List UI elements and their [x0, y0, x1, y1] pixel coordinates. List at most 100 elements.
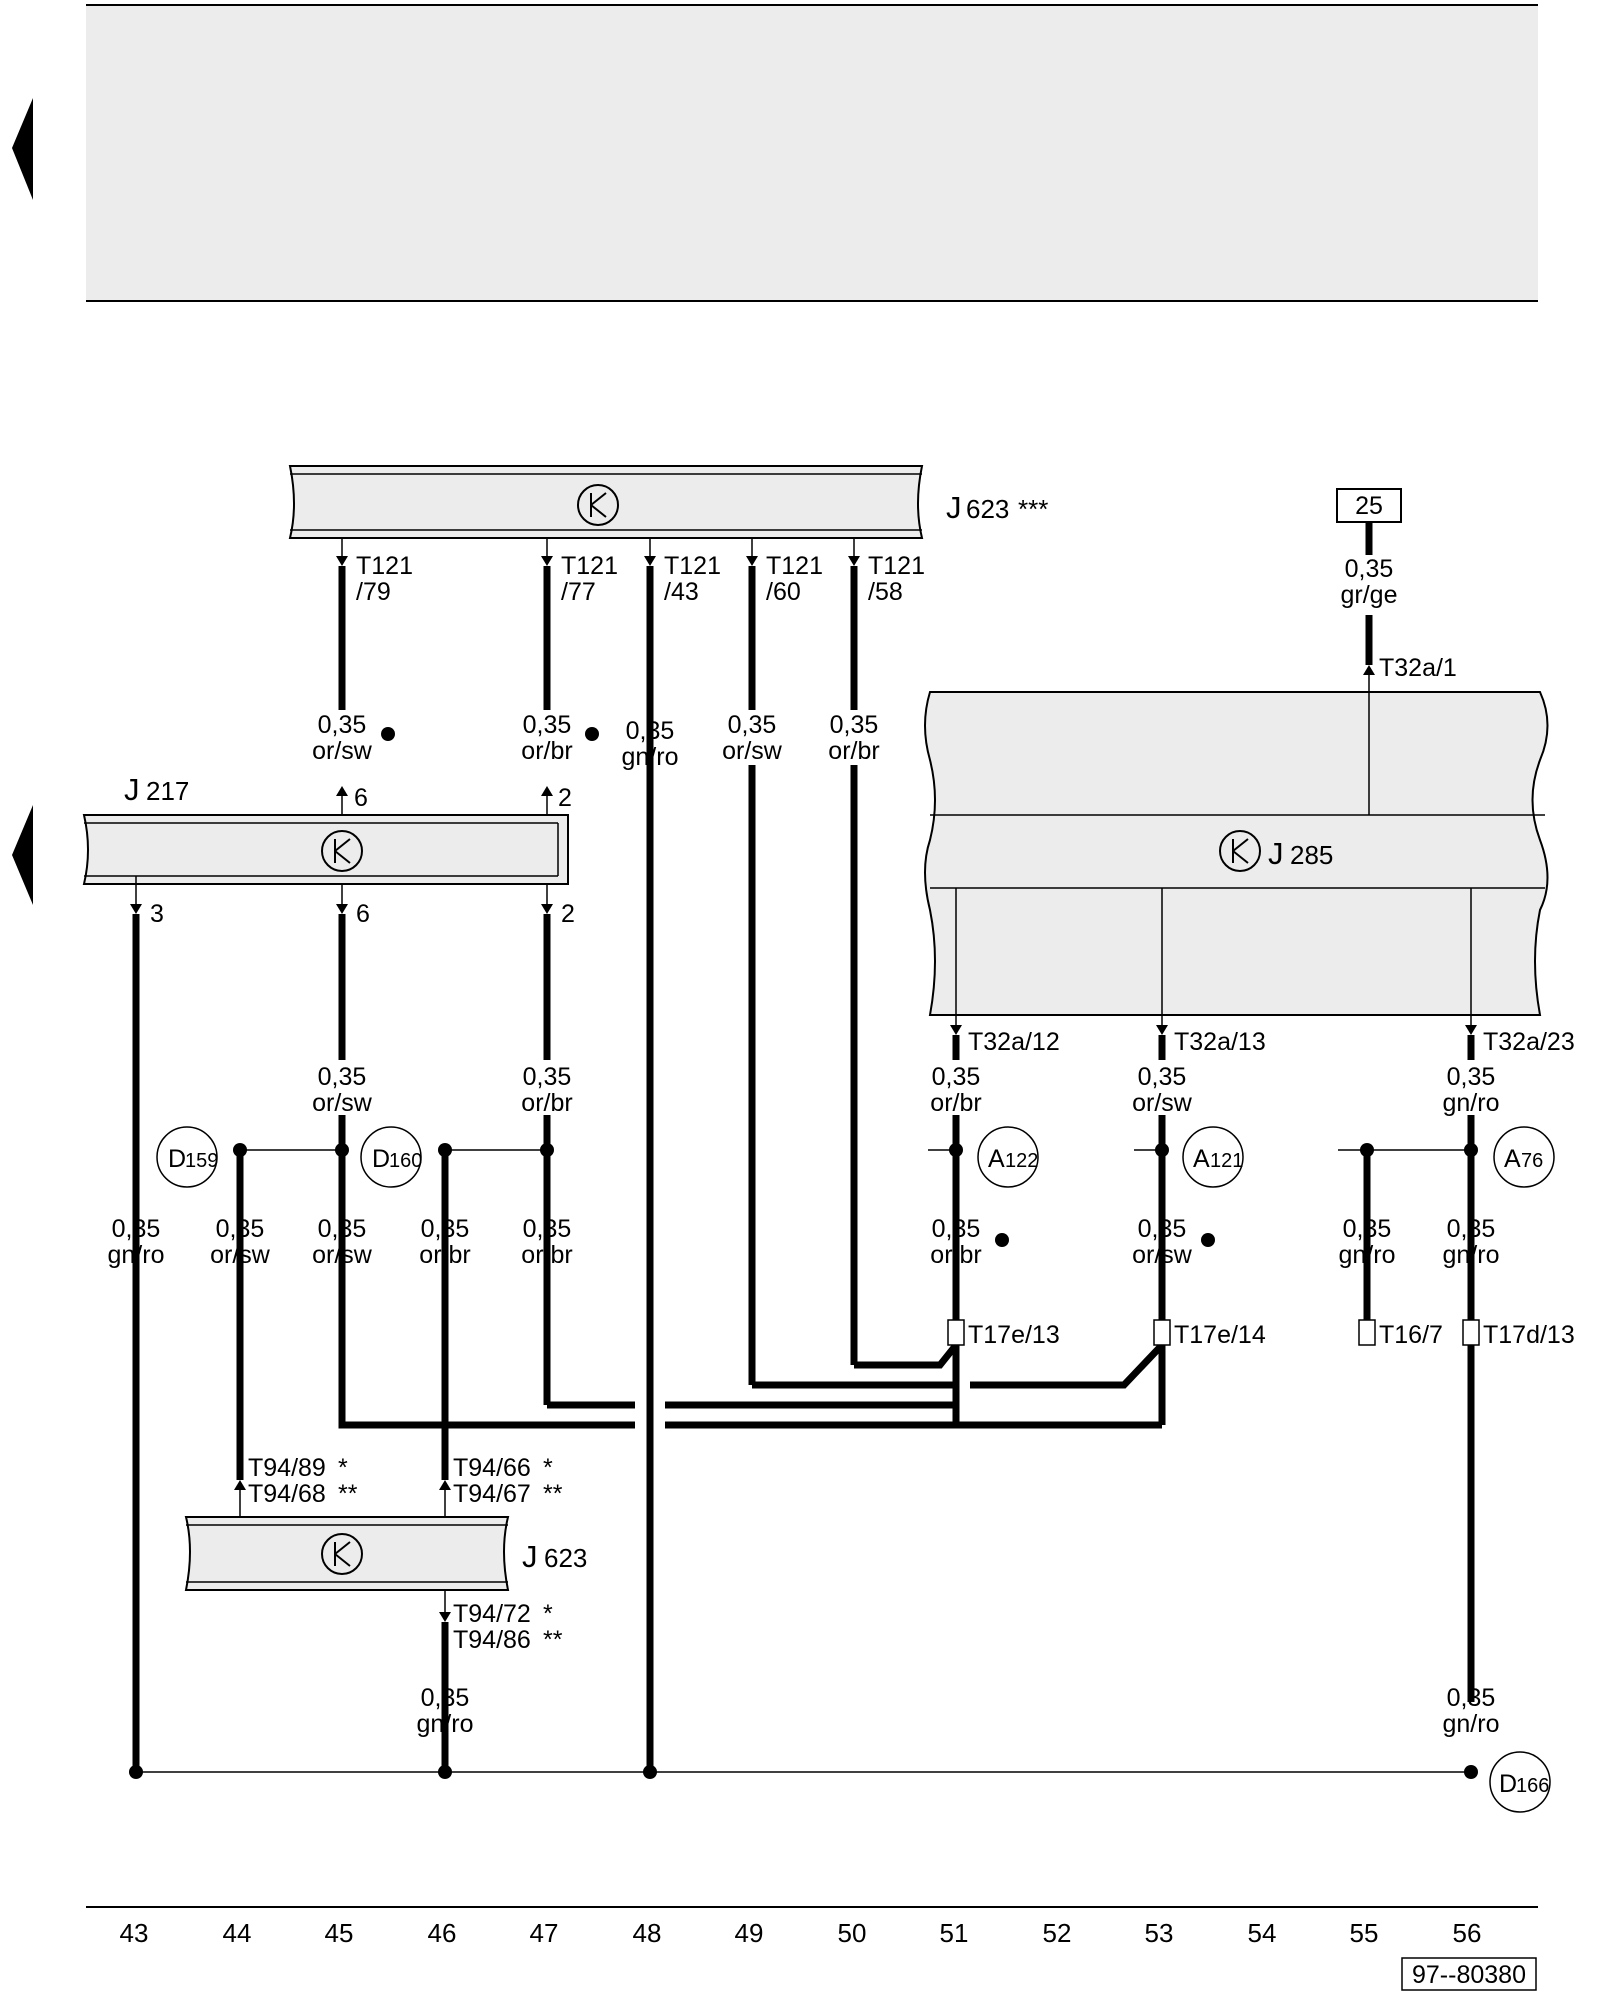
column-numbers: 43 44 45 46 47 48 49 50 51 52 53 54 55 5… [120, 1918, 1482, 1948]
drawing-id-box [1401, 1957, 1537, 1991]
svg-text:47: 47 [530, 1918, 559, 1948]
control-unit-symbol-icon [321, 830, 363, 872]
svg-text:160: 160 [389, 1150, 422, 1172]
connector-a122: A 122 [977, 1126, 1039, 1188]
svg-text:gn/ro: gn/ro [1443, 1710, 1500, 1738]
svg-text:0,35: 0,35 [318, 1063, 367, 1091]
svg-text:122: 122 [1005, 1150, 1038, 1172]
j623-top-number: 623 [966, 494, 1009, 524]
svg-text:gn/ro: gn/ro [1443, 1241, 1500, 1269]
svg-text:/60: /60 [766, 578, 801, 606]
svg-text:0,35: 0,35 [421, 1215, 470, 1243]
junction-dots [129, 727, 1478, 1779]
drawing-id: 97--80380 [1412, 1961, 1526, 1989]
svg-text:T32a/13: T32a/13 [1174, 1028, 1266, 1056]
connector-d166: D 166 [1489, 1751, 1551, 1813]
svg-text:or/br: or/br [521, 1089, 572, 1117]
svg-text:50: 50 [838, 1918, 867, 1948]
j217-number: 217 [146, 776, 189, 806]
svg-text:0,35: 0,35 [216, 1215, 265, 1243]
svg-text:*: * [543, 1600, 553, 1628]
j623-top-label: J [946, 490, 962, 525]
reference-box [1336, 488, 1402, 523]
svg-text:T32a/23: T32a/23 [1483, 1028, 1575, 1056]
connector-circles: D 159 D 160 A 122 A 121 A 76 D 166 [156, 1126, 1555, 1813]
j623-top-unit [288, 465, 924, 539]
svg-text:gn/ro: gn/ro [417, 1710, 474, 1738]
svg-text:**: ** [543, 1626, 563, 1654]
svg-text:T17e/14: T17e/14 [1174, 1321, 1266, 1349]
connector-a76: A 76 [1493, 1126, 1555, 1188]
svg-text:2: 2 [558, 784, 572, 812]
svg-text:or/sw: or/sw [312, 1089, 373, 1117]
svg-text:0,35: 0,35 [1138, 1215, 1187, 1243]
j623-top-stars: *** [1018, 494, 1048, 524]
connector-d160: D 160 [360, 1126, 422, 1188]
svg-text:D: D [168, 1145, 186, 1173]
svg-text:gn/ro: gn/ro [108, 1241, 165, 1269]
svg-text:**: ** [338, 1480, 358, 1508]
svg-text:or/sw: or/sw [1132, 1089, 1193, 1117]
svg-text:T121: T121 [561, 552, 618, 580]
svg-text:0,35: 0,35 [1447, 1215, 1496, 1243]
svg-text:**: ** [543, 1480, 563, 1508]
svg-text:45: 45 [325, 1918, 354, 1948]
connector-boxes [947, 1319, 1480, 1346]
svg-text:/58: /58 [868, 578, 903, 606]
svg-text:0,35: 0,35 [626, 717, 675, 745]
svg-text:or/sw: or/sw [722, 737, 783, 765]
svg-text:T94/66: T94/66 [453, 1454, 531, 1482]
svg-text:6: 6 [354, 784, 368, 812]
svg-text:gn/ro: gn/ro [1443, 1089, 1500, 1117]
svg-text:3: 3 [150, 900, 164, 928]
svg-text:T121: T121 [356, 552, 413, 580]
svg-text:43: 43 [120, 1918, 149, 1948]
svg-text:0,35: 0,35 [421, 1684, 470, 1712]
svg-text:2: 2 [561, 900, 575, 928]
svg-text:0,35: 0,35 [112, 1215, 161, 1243]
j217-label: J [124, 772, 140, 807]
svg-text:gn/ro: gn/ro [622, 743, 679, 771]
control-unit-symbol-icon [321, 1533, 363, 1575]
svg-text:0,35: 0,35 [728, 711, 777, 739]
svg-text:49: 49 [735, 1918, 764, 1948]
svg-text:or/sw: or/sw [1132, 1241, 1193, 1269]
svg-text:A: A [988, 1145, 1005, 1173]
j623-bottom-unit [184, 1516, 510, 1591]
svg-text:0,35: 0,35 [1345, 555, 1394, 583]
svg-text:46: 46 [428, 1918, 457, 1948]
wires [132, 522, 1475, 1773]
svg-text:gr/ge: gr/ge [1341, 581, 1398, 609]
svg-text:T94/67: T94/67 [453, 1480, 531, 1508]
svg-text:A: A [1504, 1145, 1521, 1173]
control-unit-symbol-icon [577, 484, 619, 526]
svg-text:T94/86: T94/86 [453, 1626, 531, 1654]
svg-text:T32a/12: T32a/12 [968, 1028, 1060, 1056]
svg-text:T121: T121 [868, 552, 925, 580]
svg-text:T121: T121 [664, 552, 721, 580]
svg-text:166: 166 [1516, 1775, 1549, 1797]
svg-text:gn/ro: gn/ro [1339, 1241, 1396, 1269]
control-unit-symbol-icon [1219, 830, 1261, 872]
j623-bottom-number: 623 [544, 1543, 587, 1573]
svg-text:0,35: 0,35 [1447, 1063, 1496, 1091]
svg-text:or/br: or/br [521, 1241, 572, 1269]
svg-text:0,35: 0,35 [1447, 1684, 1496, 1712]
page-back-arrow-icon[interactable] [12, 98, 33, 200]
j285-number: 285 [1290, 840, 1333, 870]
svg-text:T16/7: T16/7 [1379, 1321, 1443, 1349]
continuation-arrow-icon [12, 805, 33, 905]
pin-markers [130, 556, 1477, 1622]
svg-text:54: 54 [1248, 1918, 1277, 1948]
svg-text:D: D [1499, 1770, 1517, 1798]
svg-text:0,35: 0,35 [318, 711, 367, 739]
svg-text:T121: T121 [766, 552, 823, 580]
svg-text:or/sw: or/sw [312, 1241, 373, 1269]
svg-text:or/br: or/br [930, 1241, 981, 1269]
svg-text:or/br: or/br [521, 737, 572, 765]
svg-text:/79: /79 [356, 578, 391, 606]
svg-text:or/sw: or/sw [312, 737, 373, 765]
svg-text:0,35: 0,35 [318, 1215, 367, 1243]
